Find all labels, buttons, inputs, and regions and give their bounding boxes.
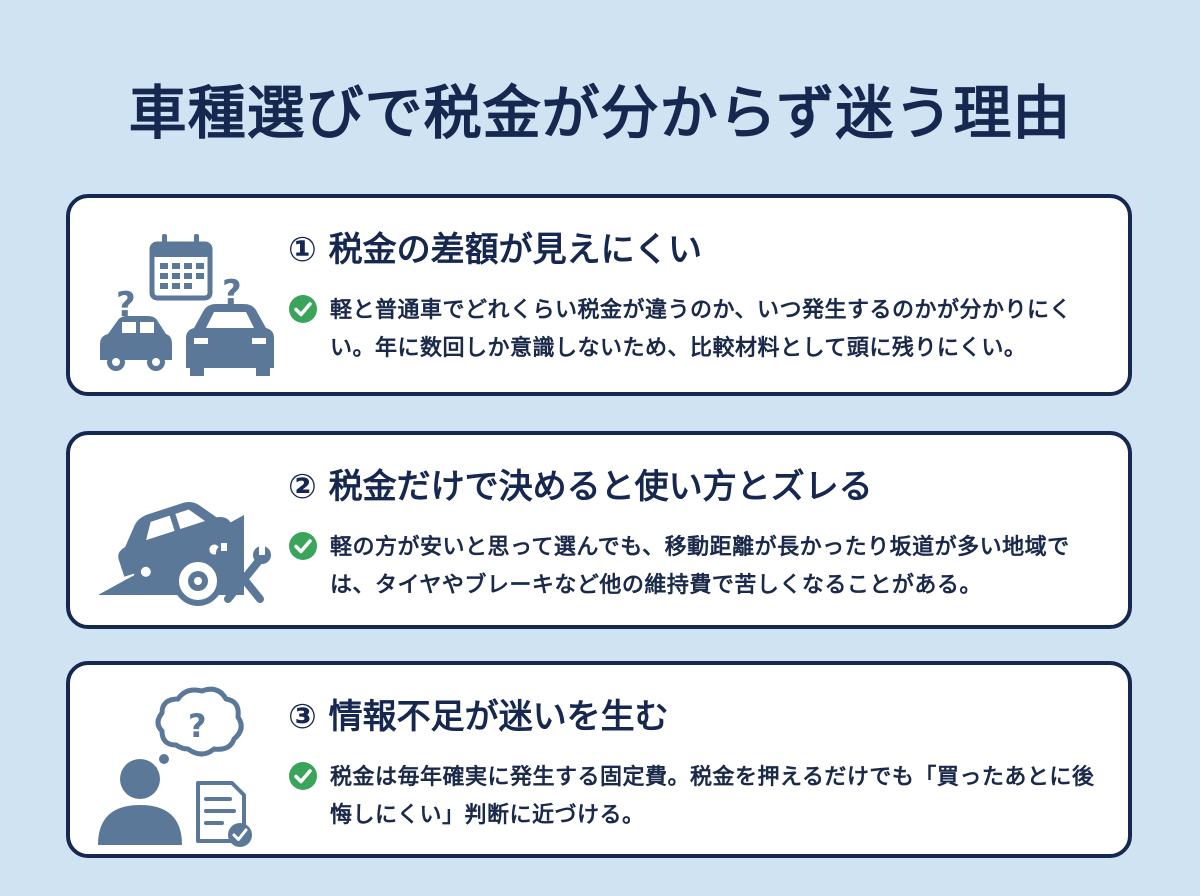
- thought-bubble-question-icon: ?: [151, 686, 244, 772]
- card-3-title: ③ 情報不足が迷いを生む: [288, 697, 669, 737]
- check-circle-icon: [289, 295, 317, 323]
- card-1-body: 軽と普通車でどれくらい税金が違うのか、いつ発生するのかが分かりにくい。年に数回し…: [288, 292, 1108, 368]
- svg-text:?: ?: [222, 273, 242, 313]
- page-title: 車種選びで税金が分からず迷う理由: [128, 79, 1072, 147]
- check-circle-icon: [289, 762, 317, 790]
- card-2-text: 軽の方が安いと思って選んでも、移動距離が長かったり坂道が多い地域では、タイヤやブ…: [330, 535, 1070, 598]
- card-3-illustration: ?: [94, 679, 274, 847]
- card-2-body: 軽の方が安いと思って選んでも、移動距離が長かったり坂道が多い地域では、タイヤやブ…: [288, 529, 1108, 605]
- reason-card-2: ② 税金だけで決めると使い方とズレる 軽の方が安いと思って選んでも、移動距離が長…: [66, 431, 1132, 629]
- tire-icon: [173, 556, 223, 606]
- card-2-title: ② 税金だけで決めると使い方とズレる: [288, 467, 873, 507]
- calendar-icon: [149, 234, 213, 301]
- car-icon: [100, 316, 172, 371]
- reason-card-3: ? ③ 情報不足が迷いを生む: [66, 661, 1132, 858]
- card-2-illustration: [94, 449, 274, 617]
- check-circle-icon: [289, 532, 317, 560]
- card-1-illustration: ? ?: [94, 212, 274, 380]
- svg-text:?: ?: [116, 285, 136, 325]
- card-3-text: 税金は毎年確実に発生する固定費。税金を押えるだけでも「買ったあとに後悔しにくい」…: [330, 765, 1095, 828]
- wrench-icon: [222, 553, 266, 603]
- svg-text:?: ?: [188, 707, 207, 745]
- card-1-text: 軽と普通車でどれくらい税金が違うのか、いつ発生するのかが分かりにくい。年に数回し…: [330, 298, 1072, 361]
- card-3-body: 税金は毎年確実に発生する固定費。税金を押えるだけでも「買ったあとに後悔しにくい」…: [288, 759, 1108, 835]
- reason-card-1: ? ? ① 税金の差額が見えにくい 軽と普通車でどれ: [66, 194, 1132, 396]
- question-mark-icon: ? ?: [116, 273, 242, 325]
- car-icon: [186, 304, 274, 376]
- person-icon: [98, 759, 182, 845]
- card-1-title: ① 税金の差額が見えにくい: [288, 230, 702, 270]
- document-check-icon: [196, 781, 252, 847]
